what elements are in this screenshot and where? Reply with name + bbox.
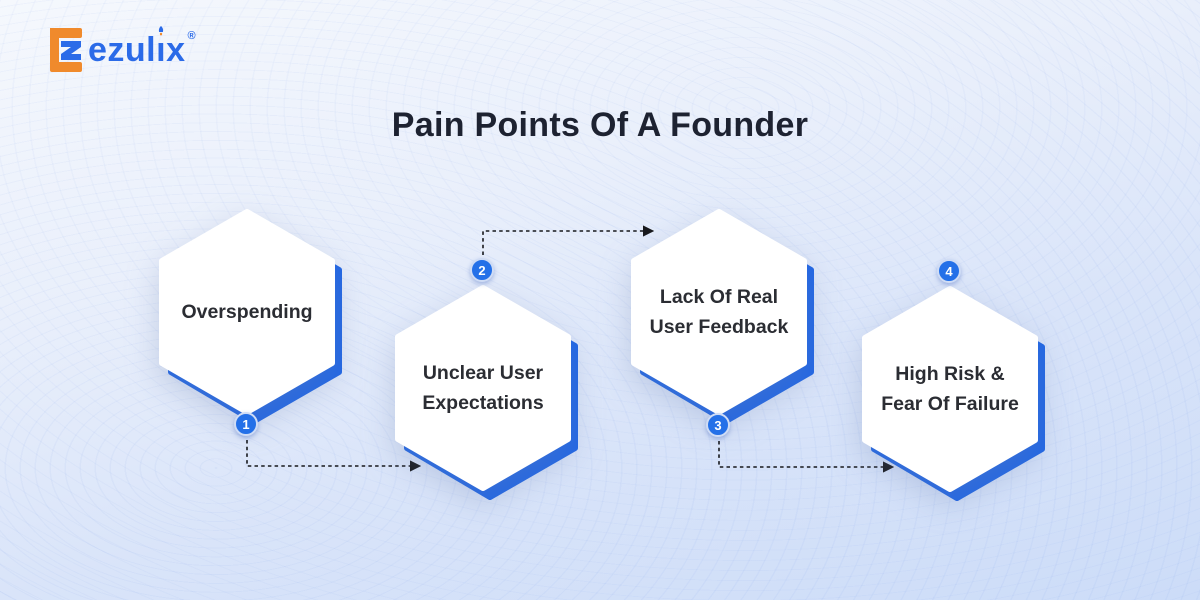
page-title: Pain Points Of A Founder bbox=[391, 106, 809, 144]
registered-trademark: ® bbox=[187, 30, 196, 42]
hexagon-step-1: Overspending bbox=[159, 209, 342, 426]
step-2-number-badge: 2 bbox=[470, 258, 494, 282]
hexagon-shape bbox=[862, 286, 1045, 501]
arrow-2-to-3 bbox=[482, 225, 655, 255]
ezulix-logo-mark-icon bbox=[50, 28, 82, 72]
step-1-label: Overspending bbox=[181, 300, 313, 323]
step-3-label: Lack Of Real User Feedback bbox=[649, 285, 789, 338]
step-1-number-badge: 1 bbox=[234, 412, 258, 436]
hexagon-shape bbox=[395, 285, 578, 500]
hexagon-step-2: Unclear User Expectations bbox=[395, 285, 578, 502]
step-2-label: Unclear User Expectations bbox=[422, 361, 544, 414]
hexagon-step-4: High Risk & Fear Of Failure bbox=[862, 286, 1045, 503]
step-4-number-badge: 4 bbox=[937, 259, 961, 283]
hexagon-shape bbox=[159, 209, 342, 424]
hexagon-step-3: Lack Of Real User Feedback bbox=[631, 209, 814, 426]
step-4-label: High Risk & Fear Of Failure bbox=[881, 362, 1019, 415]
hexagon-shape bbox=[631, 209, 814, 424]
arrow-1-to-2 bbox=[246, 440, 422, 472]
rocket-icon bbox=[158, 26, 164, 36]
step-3-number-badge: 3 bbox=[706, 413, 730, 437]
